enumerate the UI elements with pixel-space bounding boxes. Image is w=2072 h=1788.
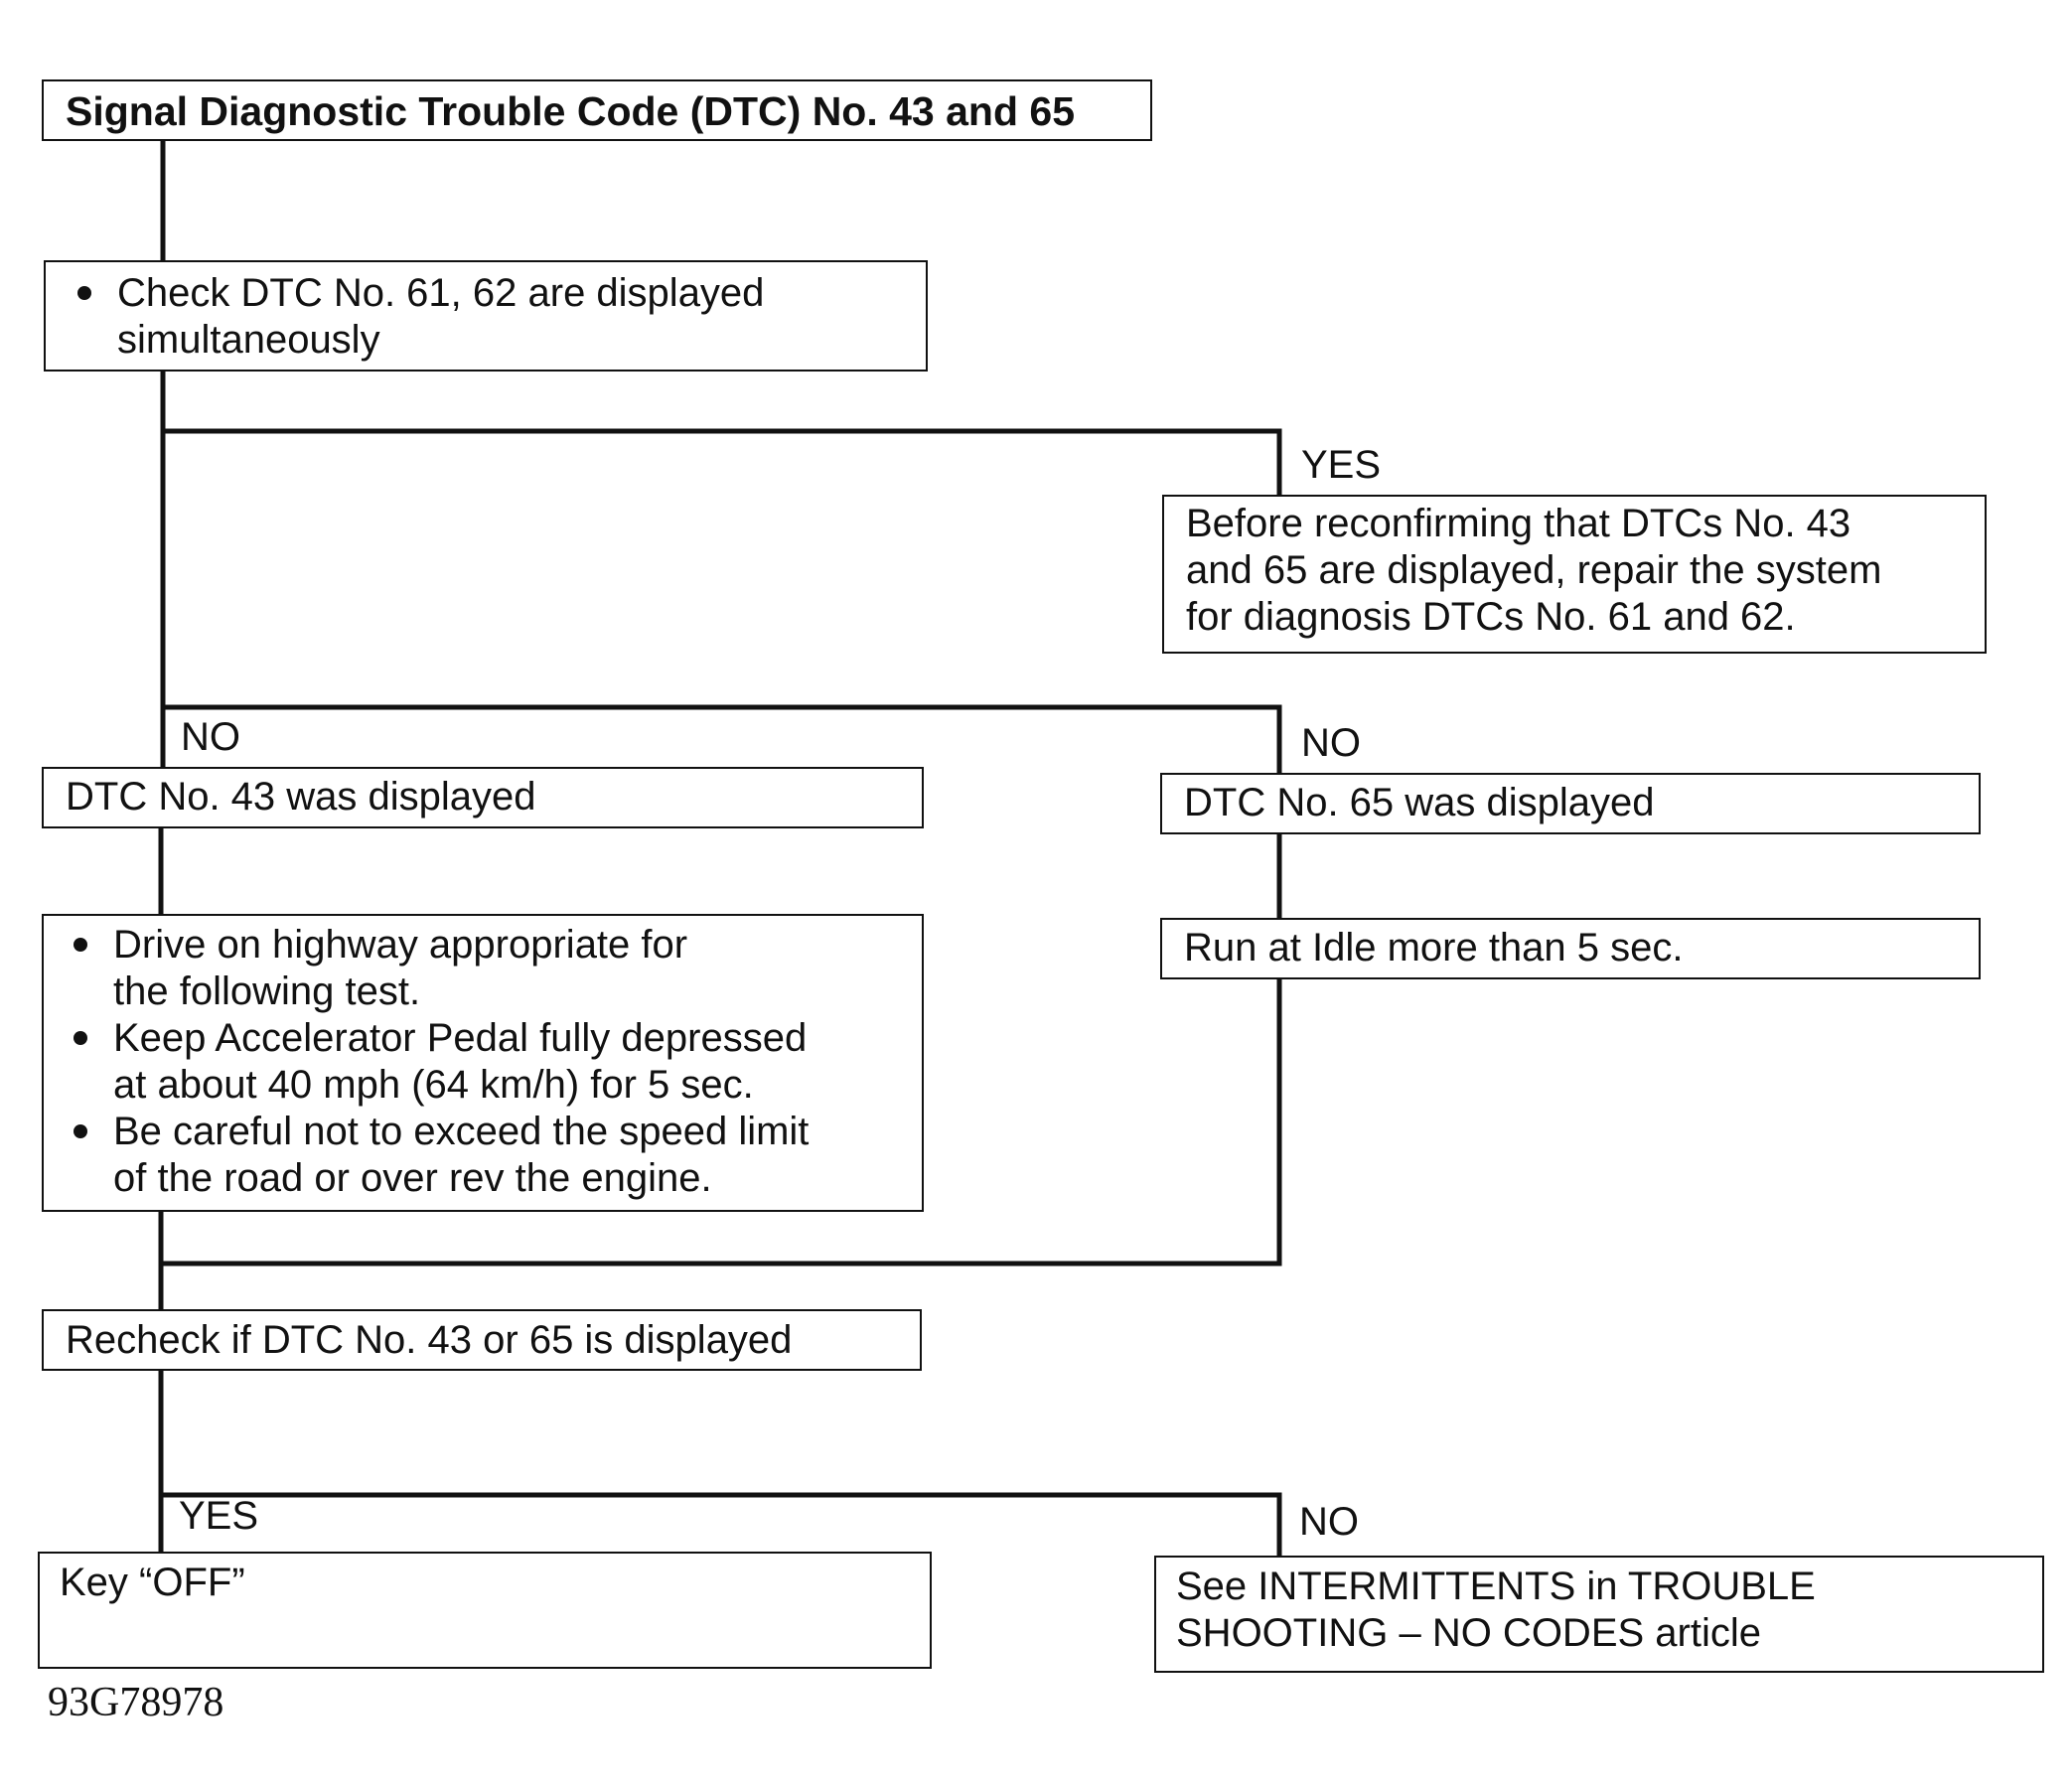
no-label-final: NO <box>1299 1500 1359 1544</box>
drive-steps-box: Drive on highway appropriate for the fol… <box>42 914 924 1212</box>
bullet-line: the following test. <box>113 969 421 1013</box>
bullet-line: Drive on highway appropriate for <box>113 923 688 967</box>
bullet-line: Be careful not to exceed the speed limit <box>113 1110 810 1153</box>
bullet-line: at about 40 mph (64 km/h) for 5 sec. <box>113 1063 754 1107</box>
bullet-item: Drive on highway appropriate for the fol… <box>68 922 910 1015</box>
yes-label-2: YES <box>179 1494 259 1538</box>
bullet-item: Keep Accelerator Pedal fully depressed a… <box>68 1015 910 1109</box>
dtc43-text: DTC No. 43 was displayed <box>66 775 536 819</box>
intermittents-box: See INTERMITTENTS in TROUBLE SHOOTING – … <box>1154 1556 2044 1673</box>
bullet-item: Check DTC No. 61, 62 are displayed simul… <box>72 270 914 364</box>
intermittents-lines: See INTERMITTENTS in TROUBLE SHOOTING – … <box>1176 1564 2030 1657</box>
bullet-item: Be careful not to exceed the speed limit… <box>68 1109 910 1202</box>
connector-yes-branch <box>160 428 1282 500</box>
bullet-line: Keep Accelerator Pedal fully depressed <box>113 1016 808 1060</box>
text-line: See INTERMITTENTS in TROUBLE <box>1176 1564 1816 1608</box>
text-line: for diagnosis DTCs No. 61 and 62. <box>1186 595 1796 639</box>
repair-system-lines: Before reconfirming that DTCs No. 43 and… <box>1186 501 1973 641</box>
dtc65-box: DTC No. 65 was displayed <box>1160 773 1981 834</box>
bullet-line: simultaneously <box>117 318 380 362</box>
drive-steps-bullets: Drive on highway appropriate for the fol… <box>68 922 910 1202</box>
recheck-box: Recheck if DTC No. 43 or 65 is displayed <box>42 1309 922 1371</box>
connector-idle-to-merge <box>158 974 1282 1266</box>
bullet-line: of the road or over rev the engine. <box>113 1156 712 1200</box>
connector-no-split <box>160 704 1282 780</box>
repair-system-box: Before reconfirming that DTCs No. 43 and… <box>1162 495 1987 654</box>
text-line: and 65 are displayed, repair the system <box>1186 548 1882 592</box>
yes-label-1: YES <box>1301 443 1382 487</box>
recheck-text: Recheck if DTC No. 43 or 65 is displayed <box>66 1318 793 1362</box>
no-label-left: NO <box>181 715 240 759</box>
check-simultaneous-box: Check DTC No. 61, 62 are displayed simul… <box>44 260 928 372</box>
bullet-line: Check DTC No. 61, 62 are displayed <box>117 271 765 315</box>
text-line: Before reconfirming that DTCs No. 43 <box>1186 502 1851 545</box>
idle-text: Run at Idle more than 5 sec. <box>1184 926 1684 969</box>
title-box: Signal Diagnostic Trouble Code (DTC) No.… <box>42 79 1152 141</box>
connector-final-split <box>158 1492 1282 1561</box>
dtc43-box: DTC No. 43 was displayed <box>42 767 924 828</box>
key-off-box: Key “OFF” <box>38 1552 932 1669</box>
key-off-text: Key “OFF” <box>60 1561 245 1604</box>
dtc65-text: DTC No. 65 was displayed <box>1184 781 1655 824</box>
check-simultaneous-bullets: Check DTC No. 61, 62 are displayed simul… <box>72 270 914 364</box>
no-label-right: NO <box>1301 721 1361 765</box>
text-line: SHOOTING – NO CODES article <box>1176 1611 1761 1655</box>
figure-id: 93G78978 <box>48 1680 224 1725</box>
idle-box: Run at Idle more than 5 sec. <box>1160 918 1981 979</box>
diagram-title: Signal Diagnostic Trouble Code (DTC) No.… <box>66 88 1076 134</box>
